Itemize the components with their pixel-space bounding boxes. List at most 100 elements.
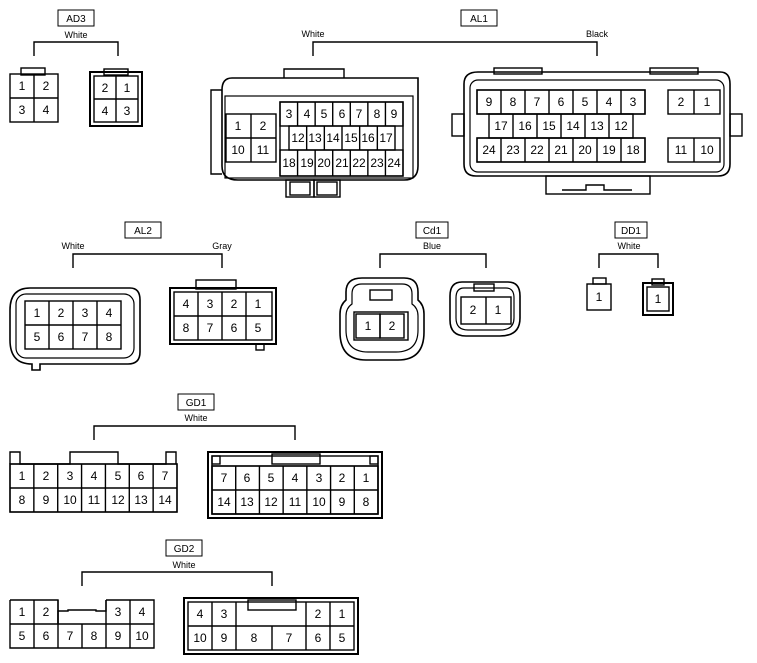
pin-number: 4 [292, 471, 299, 485]
wire-color-label: White [184, 413, 207, 423]
pin-number: 5 [582, 95, 589, 109]
pin-number: 1 [19, 79, 26, 93]
connector-id-box [165, 539, 203, 557]
color-bracket [598, 253, 659, 268]
pin-number: 7 [534, 95, 541, 109]
connector-id: GD2 [174, 544, 195, 555]
pin-number: 2 [470, 303, 477, 317]
connector-id: Cd1 [423, 226, 442, 237]
pin-number: 7 [221, 471, 228, 485]
connector-id-box [177, 393, 215, 411]
pin-number: 19 [602, 143, 616, 157]
pin-number: 14 [566, 119, 580, 133]
pin-number: 8 [374, 107, 381, 121]
color-bracket [81, 571, 273, 586]
pin-number: 6 [43, 629, 50, 643]
connector-dd1: DD1 White 1 1 [586, 221, 674, 316]
pin-number: 8 [19, 493, 26, 507]
pin-number: 7 [67, 629, 74, 643]
pin-number: 10 [700, 143, 714, 157]
pin-number: 2 [231, 297, 238, 311]
pin-number: 1 [495, 303, 502, 317]
pin-number: 12 [264, 495, 278, 509]
pin-number: 23 [506, 143, 520, 157]
color-bracket [33, 41, 119, 56]
pin-number: 5 [321, 107, 328, 121]
wire-color-label: White [617, 241, 640, 251]
pin-number: 4 [43, 103, 50, 117]
pin-number: 13 [134, 493, 148, 507]
pin-number: 24 [482, 143, 496, 157]
pin-number: 1 [235, 119, 242, 133]
pin-number: 17 [494, 119, 508, 133]
pin-number: 2 [339, 471, 346, 485]
pin-number: 4 [91, 469, 98, 483]
pin-number: 10 [193, 631, 207, 645]
wire-color-label: White [64, 30, 87, 40]
pin-number: 2 [260, 119, 267, 133]
pin-number: 19 [300, 156, 314, 170]
pin-number: 15 [344, 131, 358, 145]
pin-number: 3 [316, 471, 323, 485]
pin-number: 18 [282, 156, 296, 170]
pin-number: 22 [352, 156, 366, 170]
pin-number: 11 [675, 143, 688, 157]
pin-number: 9 [486, 95, 493, 109]
pin-number: 4 [106, 306, 113, 320]
pin-number: 6 [339, 107, 346, 121]
pin-number: 1 [19, 605, 26, 619]
pin-number: 9 [391, 107, 398, 121]
pin-number: 3 [124, 104, 131, 118]
pin-number: 14 [158, 493, 172, 507]
wire-color-label: Black [586, 29, 609, 39]
female-connector: 1 [586, 277, 612, 311]
pin-number: 11 [88, 493, 101, 507]
pin-number: 1 [704, 95, 711, 109]
pin-number: 9 [43, 493, 50, 507]
pin-number: 11 [289, 495, 302, 509]
pin-number: 8 [251, 631, 258, 645]
wire-color-label: Blue [423, 241, 441, 251]
pin-number: 17 [379, 131, 393, 145]
connector-id: AL2 [134, 226, 152, 237]
pin-number: 2 [389, 319, 396, 333]
pin-number: 14 [217, 495, 231, 509]
pin-number: 4 [304, 107, 311, 121]
pin-number: 20 [317, 156, 331, 170]
pin-number: 7 [207, 321, 214, 335]
pin-number: 6 [244, 471, 251, 485]
pin-number: 5 [268, 471, 275, 485]
pin-number: 1 [363, 471, 370, 485]
connector-id-box [124, 221, 162, 239]
connector-id: AL1 [470, 14, 488, 25]
pin-number: 3 [82, 306, 89, 320]
pin-number: 5 [115, 469, 122, 483]
pin-number: 2 [58, 306, 65, 320]
pin-number: 21 [554, 143, 568, 157]
pin-number: 6 [315, 631, 322, 645]
connector-id: AD3 [66, 14, 86, 25]
pin-number: 12 [291, 131, 305, 145]
pin-number: 6 [558, 95, 565, 109]
pin-number: 4 [183, 297, 190, 311]
wire-color-label: White [61, 241, 84, 251]
pin-number: 7 [356, 107, 363, 121]
pin-number: 1 [655, 292, 662, 306]
pin-number: 5 [34, 330, 41, 344]
connector-id-box [460, 9, 498, 27]
pin-number: 10 [135, 629, 149, 643]
pin-number: 3 [207, 297, 214, 311]
pin-number: 2 [43, 605, 50, 619]
connector-id: DD1 [621, 226, 641, 237]
wire-color-label: Gray [212, 241, 232, 251]
pin-number: 5 [255, 321, 262, 335]
